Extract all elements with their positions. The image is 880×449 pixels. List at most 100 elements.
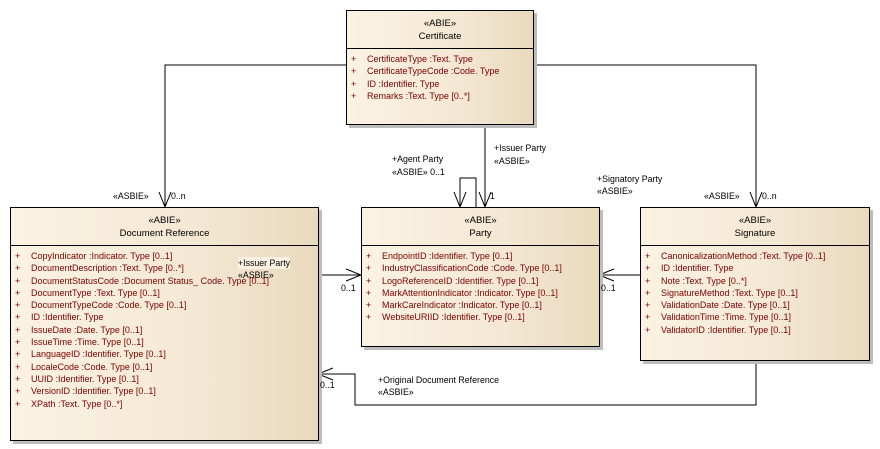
attribute[interactable]: +WebsiteURIID :Identifier. Type [0..1] bbox=[366, 311, 599, 323]
attribute[interactable]: +ID :Identifier. Type bbox=[645, 262, 869, 274]
cert-docref-multiplicity: 0..n bbox=[171, 191, 186, 201]
attribute[interactable]: +EndpointID :Identifier. Type [0..1] bbox=[366, 250, 599, 262]
attribute-text: SignatureMethod :Text. Type [0..1] bbox=[661, 287, 798, 298]
attribute[interactable]: + VersionID :Identifier. Type [0..1] bbox=[15, 385, 318, 397]
visibility-marker: + bbox=[351, 78, 357, 89]
visibility-marker: + bbox=[15, 337, 21, 348]
attribute[interactable]: +CertificateType :Text. Type bbox=[351, 53, 533, 65]
assoc-party-agent-line bbox=[459, 177, 477, 207]
cert-signature-stereotype: «ASBIE» bbox=[704, 191, 740, 201]
party-agent-stereotype: «ASBIE» 0..1 bbox=[392, 167, 445, 177]
visibility-marker: + bbox=[645, 251, 651, 261]
signature-docref-multiplicity: 0..1 bbox=[320, 380, 335, 390]
attribute[interactable]: + ValidatorID :Identifier. Type [0..1] bbox=[645, 324, 869, 336]
class-signature[interactable]: «ABIE» Signature +CanonicalizationMethod… bbox=[640, 207, 870, 361]
class-certificate[interactable]: «ABIE» Certificate +CertificateType :Tex… bbox=[346, 10, 534, 125]
assoc-cert-signature-line bbox=[533, 64, 757, 207]
attribute[interactable]: +DocumentType :Text. Type [0..1] bbox=[15, 287, 318, 299]
signature-party-multiplicity: 0..1 bbox=[601, 283, 616, 293]
attribute-text: DocumentStatusCode :Document Status_ Cod… bbox=[31, 275, 269, 286]
attribute[interactable]: + LanguageID :Identifier. Type [0..1] bbox=[15, 348, 318, 360]
class-header: «ABIE» Certificate bbox=[347, 11, 533, 49]
attribute[interactable]: + DocumentStatusCode :Document Status_ Co… bbox=[15, 275, 318, 287]
attribute[interactable]: + ValidationDate :Date. Type [0..1] bbox=[645, 299, 869, 311]
attribute[interactable]: +DocumentDescription :Text. Type [0..*] bbox=[15, 262, 318, 274]
class-document-reference[interactable]: «ABIE» Document Reference +CopyIndicator… bbox=[10, 207, 319, 441]
attribute[interactable]: +Remarks :Text. Type [0..*] bbox=[351, 90, 533, 102]
attribute-text: XPath :Text. Type [0..*] bbox=[31, 398, 123, 409]
attribute[interactable]: + MarkAttentionIndicator :Indicator. Type… bbox=[366, 287, 599, 299]
visibility-marker: + bbox=[351, 54, 357, 64]
visibility-marker: + bbox=[15, 300, 21, 311]
attribute[interactable]: +LocaleCode :Code. Type [0..1] bbox=[15, 361, 318, 373]
attribute-text: ValidationTime :Time. Type [0..1] bbox=[661, 312, 792, 323]
attribute-text: LocaleCode :Code. Type [0..1] bbox=[31, 361, 153, 372]
attribute-text: ID :Identifier. Type bbox=[367, 78, 440, 89]
visibility-marker: + bbox=[645, 312, 651, 323]
visibility-marker: + bbox=[15, 275, 21, 286]
visibility-marker: + bbox=[15, 324, 21, 335]
attribute[interactable]: +CopyIndicator :Indicator. Type [0..1] bbox=[15, 250, 318, 262]
signature-docref-role: +Original Document Reference bbox=[378, 375, 500, 385]
class-header: «ABIE» Document Reference bbox=[11, 208, 318, 246]
attribute-text: MarkAttentionIndicator :Indicator. Type … bbox=[382, 287, 558, 298]
attribute-text: IndustryClassificationCode :Code. Type [… bbox=[382, 263, 562, 274]
attribute-text: LanguageID :Identifier. Type [0..1] bbox=[31, 349, 166, 360]
attribute-text: IssueTime :Time. Type [0..1] bbox=[31, 337, 144, 348]
signature-docref-stereotype: «ASBIE» bbox=[378, 387, 414, 397]
attribute[interactable]: +SignatureMethod :Text. Type [0..1] bbox=[645, 287, 869, 299]
attribute[interactable]: + ValidationTime :Time. Type [0..1] bbox=[645, 311, 869, 323]
docref-party-multiplicity: 0..1 bbox=[341, 283, 356, 293]
visibility-marker: + bbox=[645, 275, 651, 286]
class-name: Party bbox=[469, 228, 492, 239]
attribute-text: VersionID :Identifier. Type [0..1] bbox=[31, 386, 156, 397]
attribute[interactable]: +IndustryClassificationCode :Code. Type … bbox=[366, 262, 599, 274]
visibility-marker: + bbox=[366, 287, 372, 298]
attribute-text: Remarks :Text. Type [0..*] bbox=[367, 90, 470, 101]
attribute-text: IssueDate :Date. Type [0..1] bbox=[31, 324, 143, 335]
attribute[interactable]: +UUID :Identifier. Type [0..1] bbox=[15, 373, 318, 385]
class-name: Signature bbox=[734, 228, 776, 239]
attribute[interactable]: + IssueDate :Date. Type [0..1] bbox=[15, 324, 318, 336]
attribute[interactable]: +DocumentTypeCode :Code. Type [0..1] bbox=[15, 299, 318, 311]
attribute-text: MarkCareIndicator :Indicator. Type [0..1… bbox=[382, 300, 542, 311]
attribute[interactable]: + ID :Identifier. Type bbox=[351, 78, 533, 90]
attribute-text: ID :Identifier. Type bbox=[31, 312, 104, 323]
visibility-marker: + bbox=[15, 386, 21, 397]
attribute[interactable]: + IssueTime :Time. Type [0..1] bbox=[15, 336, 318, 348]
attribute-text: DocumentType :Text. Type [0..1] bbox=[31, 287, 160, 298]
class-stereotype: «ABIE» bbox=[464, 215, 497, 226]
attribute[interactable]: + XPath :Text. Type [0..*] bbox=[15, 398, 318, 410]
attribute-text: CertificateTypeCode :Code. Type bbox=[367, 66, 500, 77]
visibility-marker: + bbox=[366, 275, 372, 286]
attribute-text: ID :Identifier. Type bbox=[661, 263, 734, 274]
attribute-text: ValidationDate :Date. Type [0..1] bbox=[661, 300, 790, 311]
visibility-marker: + bbox=[645, 324, 651, 335]
visibility-marker: + bbox=[645, 300, 651, 311]
attribute[interactable]: +CanonicalizationMethod :Text. Type [0..… bbox=[645, 250, 869, 262]
class-party[interactable]: «ABIE» Party +EndpointID :Identifier. Ty… bbox=[361, 207, 600, 347]
signature-party-role: +Signatory Party bbox=[597, 174, 663, 184]
assoc-cert-docref-line bbox=[164, 64, 346, 207]
visibility-marker: + bbox=[366, 300, 372, 311]
attribute-text: LogoReferenceID :Identifier. Type [0..1] bbox=[382, 275, 539, 286]
visibility-marker: + bbox=[351, 66, 357, 77]
attribute[interactable]: +ID :Identifier. Type bbox=[15, 311, 318, 323]
attribute[interactable]: + Note :Text. Type [0..*] bbox=[645, 275, 869, 287]
cert-party-stereotype: «ASBIE» bbox=[494, 156, 530, 166]
attribute-text: Note :Text. Type [0..*] bbox=[661, 275, 747, 286]
visibility-marker: + bbox=[15, 349, 21, 360]
attribute-list: +EndpointID :Identifier. Type [0..1] +In… bbox=[362, 246, 599, 324]
class-stereotype: «ABIE» bbox=[738, 215, 772, 226]
attribute[interactable]: + CertificateTypeCode :Code. Type bbox=[351, 65, 533, 77]
cert-signature-multiplicity: 0..n bbox=[762, 191, 777, 201]
attribute[interactable]: + LogoReferenceID :Identifier. Type [0..1… bbox=[366, 275, 599, 287]
attribute[interactable]: + MarkCareIndicator :Indicator. Type [0..… bbox=[366, 299, 599, 311]
visibility-marker: + bbox=[15, 398, 21, 409]
visibility-marker: + bbox=[15, 373, 21, 384]
attribute-text: ValidatorID :Identifier. Type [0..1] bbox=[661, 324, 791, 335]
visibility-marker: + bbox=[15, 251, 21, 261]
visibility-marker: + bbox=[15, 263, 21, 274]
attribute-text: EndpointID :Identifier. Type [0..1] bbox=[382, 251, 513, 261]
